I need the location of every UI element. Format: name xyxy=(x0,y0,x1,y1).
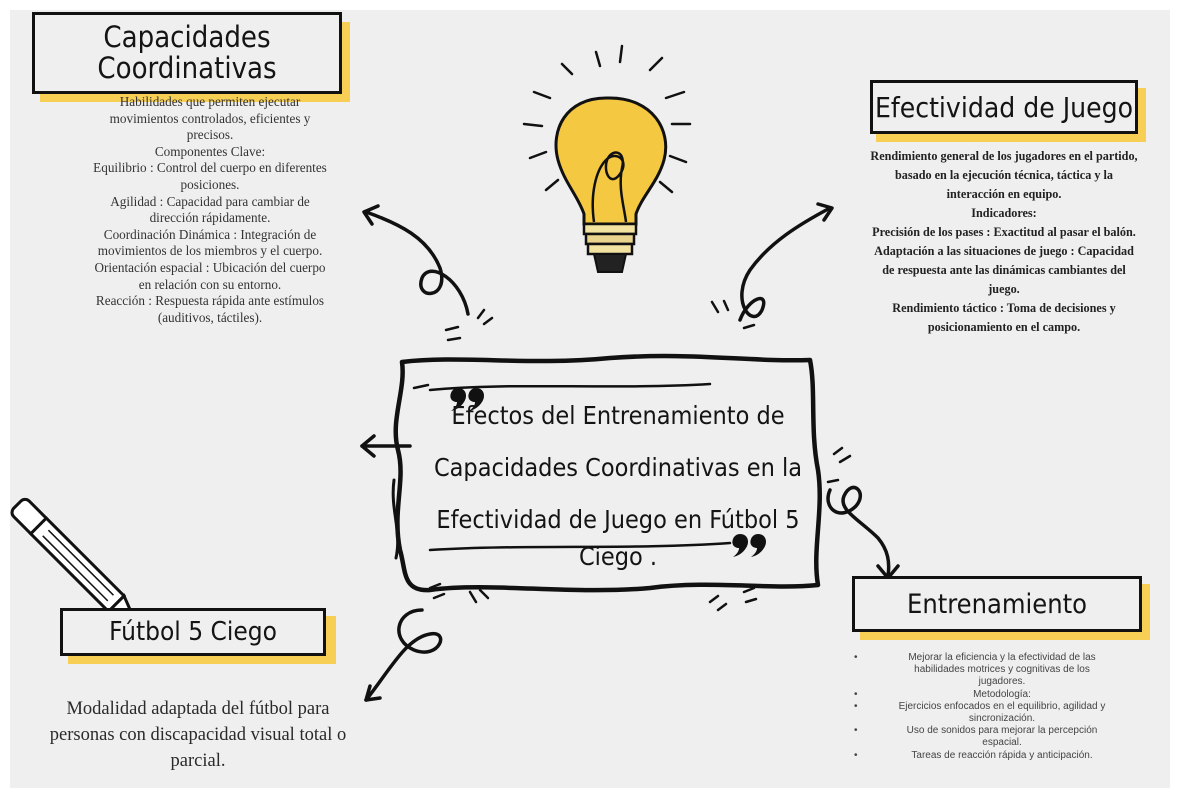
text-line: Componentes Clave: xyxy=(154,143,266,159)
efectividad-title: Efectividad de Juego xyxy=(870,80,1138,134)
list-item: Ejercicios enfocados en el equilibrio, a… xyxy=(854,701,1144,713)
futbol-title: Fútbol 5 Ciego xyxy=(60,608,326,656)
arrow-to-entrenamiento xyxy=(826,485,891,578)
text-line: movimientos de los miembros y el cuerpo. xyxy=(97,243,323,259)
arrow-to-futbol xyxy=(364,608,443,702)
text-line: Rendimiento táctico : Toma de decisiones… xyxy=(892,301,1116,315)
text-line: Reacción : Respuesta rápida ante estímul… xyxy=(95,293,325,309)
list-item: jugadores. xyxy=(978,676,1026,688)
list-item: Uso de sonidos para mejorar la percepció… xyxy=(854,725,1144,737)
list-item: Tareas de reacción rápida y anticipación… xyxy=(854,750,1144,762)
text-line: Modalidad adaptada del fútbol para xyxy=(66,699,330,719)
text-line: dirección rápidamente. xyxy=(149,210,271,226)
text-line: movimientos controlados, eficientes y xyxy=(109,110,311,126)
entrenamiento-header: Entrenamiento xyxy=(852,576,1150,640)
efectividad-header: Efectividad de Juego xyxy=(870,80,1146,142)
capacidades-title-line-1: Capacidades xyxy=(103,20,271,54)
text-line: (auditivos, táctiles). xyxy=(157,309,263,325)
central-title-line-1: Efectos del Entrenamiento de xyxy=(451,401,785,430)
text-line: en relación con su entorno. xyxy=(138,276,282,292)
text-line: Agilidad : Capacidad para cambiar de xyxy=(110,193,310,209)
list-item: habilidades motrices y cognitivas de los xyxy=(914,664,1090,676)
quote-close-icon xyxy=(732,534,766,557)
text-line: posicionamiento en el campo. xyxy=(927,320,1081,334)
center-frame xyxy=(391,353,822,593)
text-line: interacción en equipo. xyxy=(946,187,1062,201)
text-line: Equilibrio : Control del cuerpo en difer… xyxy=(93,160,327,176)
text-line: parcial. xyxy=(170,751,226,771)
list-item: Metodología: xyxy=(854,689,1144,701)
central-title-line-2: Capacidades Coordinativas en la xyxy=(433,453,803,482)
text-line: Habilidades que permiten ejecutar xyxy=(119,94,301,109)
text-line: de respuesta ante las dinámicas cambiant… xyxy=(882,263,1126,277)
central-title-line-4: Ciego . xyxy=(578,542,658,571)
futbol-body: Modalidad adaptada del fútbol para perso… xyxy=(28,696,368,774)
capacidades-header: Capacidades Coordinativas xyxy=(32,12,350,102)
efectividad-body: Rendimiento general de los jugadores en … xyxy=(848,147,1160,337)
arrow-to-efectividad xyxy=(738,206,832,322)
text-line: precisos. xyxy=(186,127,234,143)
text-line: Orientación espacial : Ubicación del cue… xyxy=(94,259,326,275)
list-item: sincronización. xyxy=(968,713,1036,725)
text-line: posiciones. xyxy=(180,176,240,192)
text-line: Rendimiento general de los jugadores en … xyxy=(870,149,1138,163)
entrenamiento-list: Mejorar la eficiencia y la efectividad d… xyxy=(854,652,1144,762)
text-line: juego. xyxy=(988,282,1020,296)
arrow-to-capacidades xyxy=(364,210,470,316)
text-line: basado en la ejecución técnica, táctica … xyxy=(895,168,1113,182)
doodle-layer xyxy=(10,44,900,702)
text-line: personas con discapacidad visual total o xyxy=(49,725,347,745)
text-line: Indicadores: xyxy=(971,206,1037,220)
diagram-canvas: Capacidades Coordinativas Habilidades qu… xyxy=(10,10,1170,788)
text-line: Precisión de los pases : Exactitud al pa… xyxy=(872,225,1136,239)
central-title-line-3: Efectividad de Juego en Fútbol 5 xyxy=(436,505,800,534)
text-line: Coordinación Dinámica : Integración de xyxy=(103,226,317,242)
list-item: Mejorar la eficiencia y la efectividad d… xyxy=(854,652,1144,664)
futbol-header: Fútbol 5 Ciego xyxy=(60,608,336,664)
lightbulb-icon xyxy=(522,44,692,273)
text-line: Adaptación a las situaciones de juego : … xyxy=(874,244,1134,258)
central-title: Efectos del Entrenamiento de Capacidades… xyxy=(408,390,828,574)
capacidades-body: Habilidades que permiten ejecutar movimi… xyxy=(50,94,370,326)
quote-open-icon xyxy=(450,388,484,411)
list-item: espacial. xyxy=(982,737,1022,749)
entrenamiento-body: Mejorar la eficiencia y la efectividad d… xyxy=(854,652,1144,762)
capacidades-title-line-2: Coordinativas xyxy=(97,51,277,85)
entrenamiento-title: Entrenamiento xyxy=(852,576,1142,632)
